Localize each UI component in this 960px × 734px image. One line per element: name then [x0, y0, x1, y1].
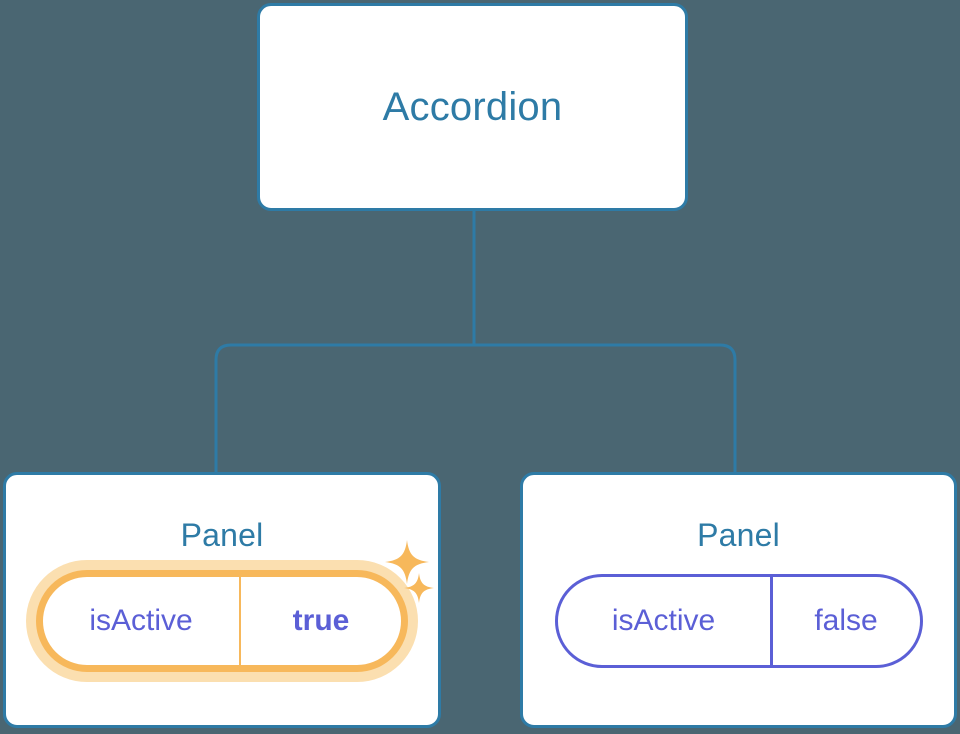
- connector-branch: [214, 343, 737, 472]
- prop-pill-active-wrapper: isActive true: [26, 560, 418, 682]
- node-panel-inactive[interactable]: Panel isActive false: [520, 472, 957, 728]
- prop-key-label: isActive: [43, 577, 241, 665]
- prop-key-label: isActive: [558, 577, 773, 665]
- prop-pill-isactive-true[interactable]: isActive true: [36, 570, 408, 672]
- node-accordion-title: Accordion: [382, 84, 563, 129]
- prop-pill-isactive-false[interactable]: isActive false: [554, 574, 923, 668]
- node-panel-active[interactable]: Panel isActive true: [3, 472, 441, 728]
- node-panel-inactive-title: Panel: [697, 517, 780, 553]
- prop-value-label: true: [292, 604, 350, 637]
- prop-value-label: false: [814, 604, 878, 637]
- prop-pill-inactive-wrapper: isActive false: [554, 574, 923, 668]
- node-panel-active-title: Panel: [180, 517, 264, 553]
- node-accordion[interactable]: Accordion: [257, 3, 688, 211]
